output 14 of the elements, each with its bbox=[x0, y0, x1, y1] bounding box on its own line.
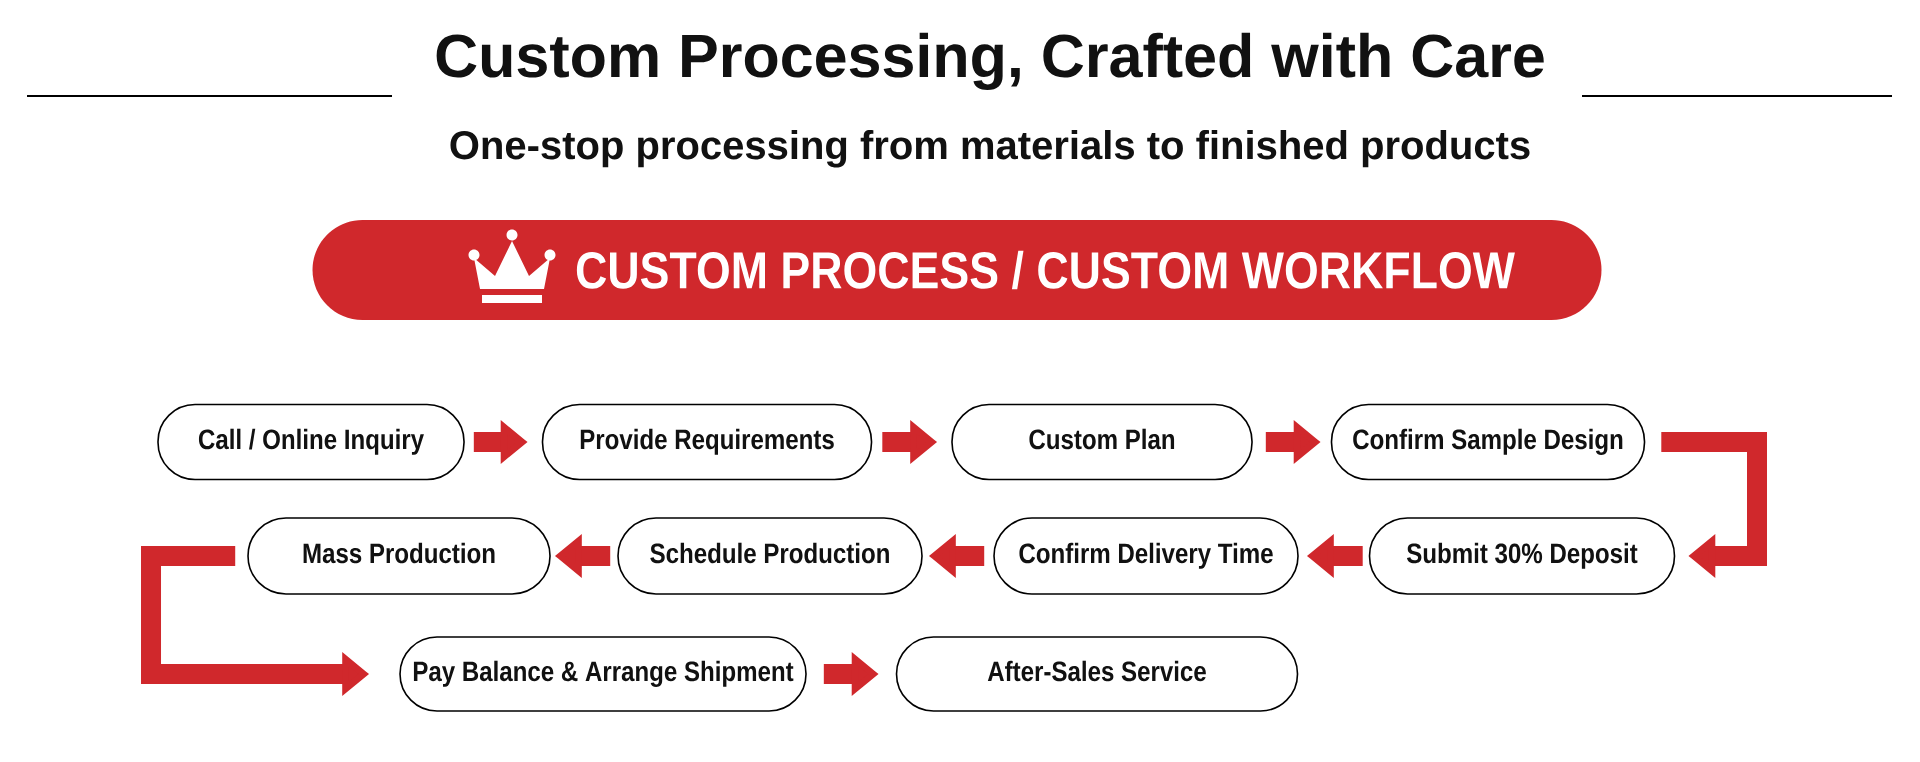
step-box: Call / Online Inquiry bbox=[157, 403, 465, 481]
step-box: Schedule Production bbox=[617, 517, 923, 595]
step-box: Submit 30% Deposit bbox=[1368, 517, 1676, 595]
banner: CUSTOM PROCESS / CUSTOM WORKFLOW bbox=[312, 220, 1602, 320]
step-box: Mass Production bbox=[247, 517, 551, 595]
step-box: Custom Plan bbox=[951, 403, 1253, 481]
step-box: Confirm Delivery Time bbox=[993, 517, 1299, 595]
title: Custom Processing, Crafted with Care bbox=[436, 32, 1544, 90]
subtitle: One-stop processing from materials to finished products bbox=[450, 130, 1530, 168]
step-box: Confirm Sample Design bbox=[1330, 403, 1646, 481]
step-box: Pay Balance & Arrange Shipment bbox=[399, 636, 807, 712]
step-box: Provide Requirements bbox=[541, 403, 873, 481]
step-box: After-Sales Service bbox=[895, 636, 1299, 712]
arrow bbox=[1661, 432, 1767, 578]
